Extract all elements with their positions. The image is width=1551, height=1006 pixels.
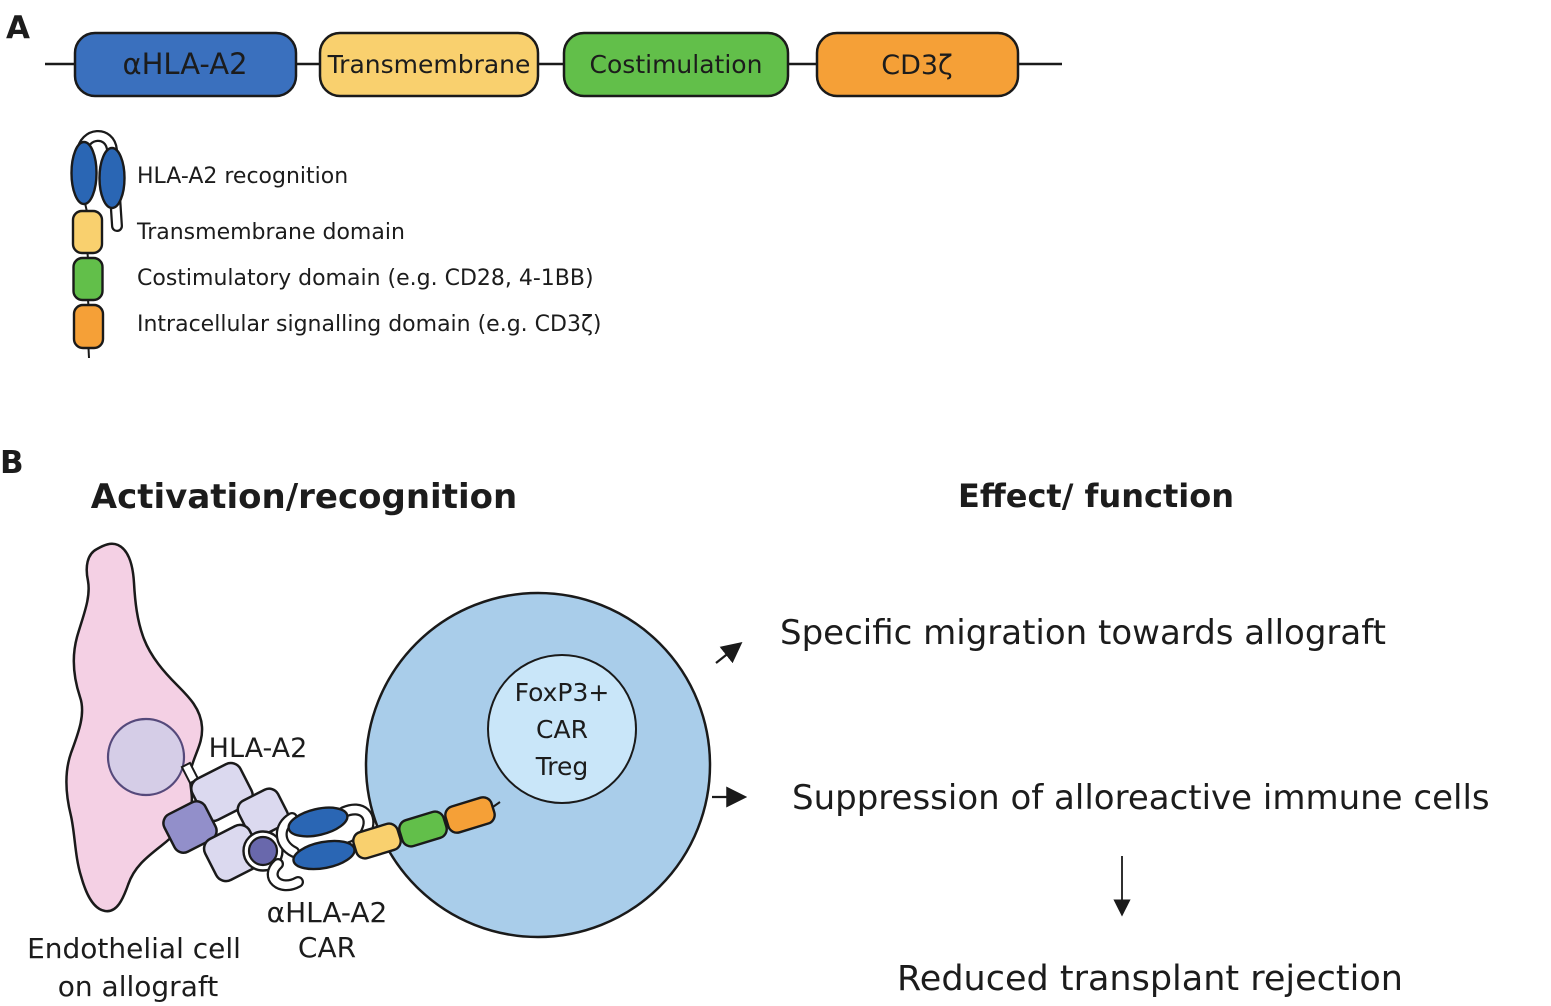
b2m-subunit — [247, 835, 279, 867]
treg-nucleus — [487, 654, 637, 804]
hla-domain-left-dark — [162, 800, 218, 854]
endothelial-label-line1: Endothelial cell — [27, 932, 241, 965]
scfv-oval-lower — [292, 839, 356, 871]
hla-a2-label: HLA-A2 — [209, 733, 308, 764]
ahla2-domain-label: αHLA-A2 — [122, 47, 247, 81]
treg-cell: FoxP3+ CAR Treg — [364, 591, 712, 939]
cd3zeta-domain-label: CD3ζ — [881, 50, 953, 81]
migration-arrow — [715, 642, 743, 664]
domain-box-transmembrane: Transmembrane — [318, 31, 540, 98]
panel-b: B Activation/recognition Effect/ functio… — [0, 445, 1490, 1003]
legend-item-costimulatory: Costimulatory domain (e.g. CD28, 4-1BB) — [137, 266, 594, 291]
endothelial-label-line2: on allograft — [58, 970, 218, 1003]
costimulation-domain-label: Costimulation — [590, 50, 763, 79]
car-costimulatory-segment — [398, 810, 448, 848]
treg-label-line2: CAR — [536, 715, 588, 744]
migration-text: Specific migration towards allograft — [780, 613, 1386, 653]
transmembrane-domain-label: Transmembrane — [327, 50, 531, 79]
signalling-segment-icon — [72, 303, 105, 350]
scfv-oval-right-icon — [98, 146, 126, 210]
domain-box-ahla2: αHLA-A2 — [73, 31, 298, 98]
domain-box-cd3zeta: CD3ζ — [815, 31, 1020, 98]
endothelial-nucleus — [106, 717, 186, 797]
treg-label-line1: FoxP3+ — [515, 678, 610, 707]
car-signalling-segment — [444, 796, 496, 834]
suppression-text: Suppression of alloreactive immune cells — [792, 778, 1490, 818]
costimulation-domain-shape — [562, 31, 790, 98]
cd3zeta-domain-shape — [815, 31, 1020, 98]
panel-b-letter: B — [0, 445, 24, 481]
panel-a-legend: HLA-A2 recognition Transmembrane domain … — [136, 164, 602, 337]
outcome-text: Reduced transplant rejection — [897, 959, 1403, 999]
transmembrane-segment-icon — [71, 209, 104, 255]
hla-domain-right — [236, 787, 290, 839]
ahla2-car-label-line1: αHLA-A2 — [267, 896, 388, 929]
ahla2-car-label-line2: CAR — [298, 931, 356, 964]
car-schematic-icon — [70, 130, 126, 359]
effect-column: Specific migration towards allograft Sup… — [712, 613, 1490, 999]
ahla2-domain-shape — [73, 31, 298, 98]
costimulatory-segment-icon — [72, 256, 104, 302]
transmembrane-domain-shape — [318, 31, 540, 98]
scfv-oval-upper — [287, 806, 349, 838]
domain-box-costimulation: Costimulation — [562, 31, 790, 98]
legend-item-transmembrane: Transmembrane domain — [136, 220, 405, 245]
activation-heading: Activation/recognition — [91, 477, 517, 517]
legend-item-signalling: Intracellular signalling domain (e.g. CD… — [137, 312, 602, 337]
legend-item-recognition: HLA-A2 recognition — [137, 164, 348, 189]
panel-a: A αHLA-A2 Transmembrane Costimulation CD… — [6, 10, 1062, 359]
scfv-oval-left-icon — [70, 140, 98, 206]
ahla2-car — [266, 796, 501, 892]
car-transmembrane-segment — [352, 822, 402, 860]
panel-a-letter: A — [6, 10, 30, 46]
treg-label-line3: Treg — [535, 752, 589, 781]
effect-heading: Effect/ function — [958, 477, 1234, 515]
endothelial-cell — [65, 542, 204, 913]
